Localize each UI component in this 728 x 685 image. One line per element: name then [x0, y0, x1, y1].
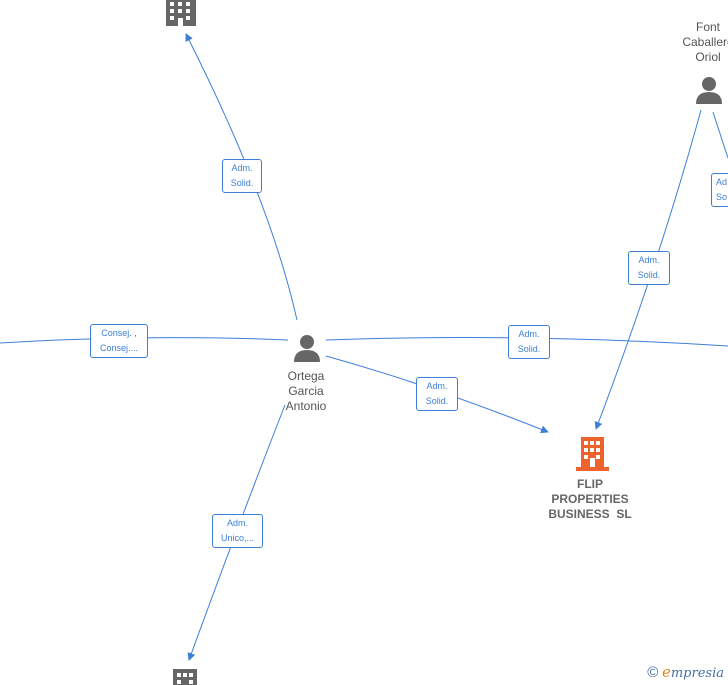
- role-badge-font-main-line-1: Adm.: [638, 255, 660, 265]
- main-company-building-icon[interactable]: [576, 437, 609, 471]
- role-badge-bottom-line-2: Unico,...: [220, 533, 254, 543]
- role-badge-far-right[interactable]: Ad So: [711, 173, 728, 207]
- brand-logo-text: mpresia: [670, 666, 724, 681]
- main-company-label-line-1: FLIP: [577, 477, 603, 491]
- role-badge-bottom-line-1: Adm.: [226, 518, 248, 528]
- top-right-person-label-line-3: Oriol: [695, 50, 721, 64]
- top-right-person-icon[interactable]: [696, 77, 722, 104]
- center-person-icon[interactable]: [294, 335, 320, 362]
- copyright-symbol: ©: [647, 664, 659, 681]
- role-badge-font-main-line-2: Solid.: [637, 270, 661, 280]
- center-person-label-line-2: Garcia: [288, 384, 324, 398]
- top-right-person-label-line-1: Font: [695, 20, 720, 34]
- top-right-person-label[interactable]: Font Caballero Oriol: [672, 20, 728, 65]
- role-badge-far-right-line-1: Ad: [716, 177, 728, 187]
- bottom-company-building-icon[interactable]: [173, 669, 197, 685]
- brand-logo-e: e: [661, 663, 671, 681]
- role-badge-center-right[interactable]: Adm. Solid.: [508, 325, 550, 359]
- role-badge-left[interactable]: Consej. , Consej....: [90, 324, 148, 358]
- role-badge-center-main-line-1: Adm.: [426, 381, 448, 391]
- main-company-label-line-2: PROPERTIES: [551, 492, 629, 506]
- top-company-building-icon[interactable]: [166, 0, 196, 26]
- role-badge-bottom[interactable]: Adm. Unico,...: [212, 514, 263, 548]
- role-badge-left-line-1: Consej. ,: [101, 328, 137, 338]
- role-badge-top-line-1: Adm.: [231, 163, 253, 173]
- role-badge-center-right-line-2: Solid.: [517, 344, 541, 354]
- role-badge-top-line-2: Solid.: [230, 178, 254, 188]
- center-person-label-line-1: Ortega: [287, 369, 325, 383]
- role-badge-font-main[interactable]: Adm. Solid.: [628, 251, 670, 285]
- center-person-label[interactable]: Ortega Garcia Antonio: [270, 369, 342, 414]
- center-person-label-line-3: Antonio: [285, 399, 327, 413]
- role-badge-far-right-line-2: So: [716, 192, 728, 202]
- edge-font-far-right: [712, 111, 728, 159]
- role-badge-center-main[interactable]: Adm. Solid.: [416, 377, 458, 411]
- main-company-label[interactable]: FLIP PROPERTIES BUSINESS SL: [535, 477, 645, 522]
- role-badge-left-line-2: Consej....: [99, 343, 139, 353]
- role-badge-center-main-line-2: Solid.: [425, 396, 449, 406]
- top-right-person-label-line-2: Caballero: [682, 35, 728, 49]
- role-badge-center-right-line-1: Adm.: [518, 329, 540, 339]
- role-badge-top[interactable]: Adm. Solid.: [222, 159, 262, 193]
- main-company-label-line-3: BUSINESS SL: [548, 507, 632, 521]
- empresia-watermark: © empresia: [647, 663, 724, 681]
